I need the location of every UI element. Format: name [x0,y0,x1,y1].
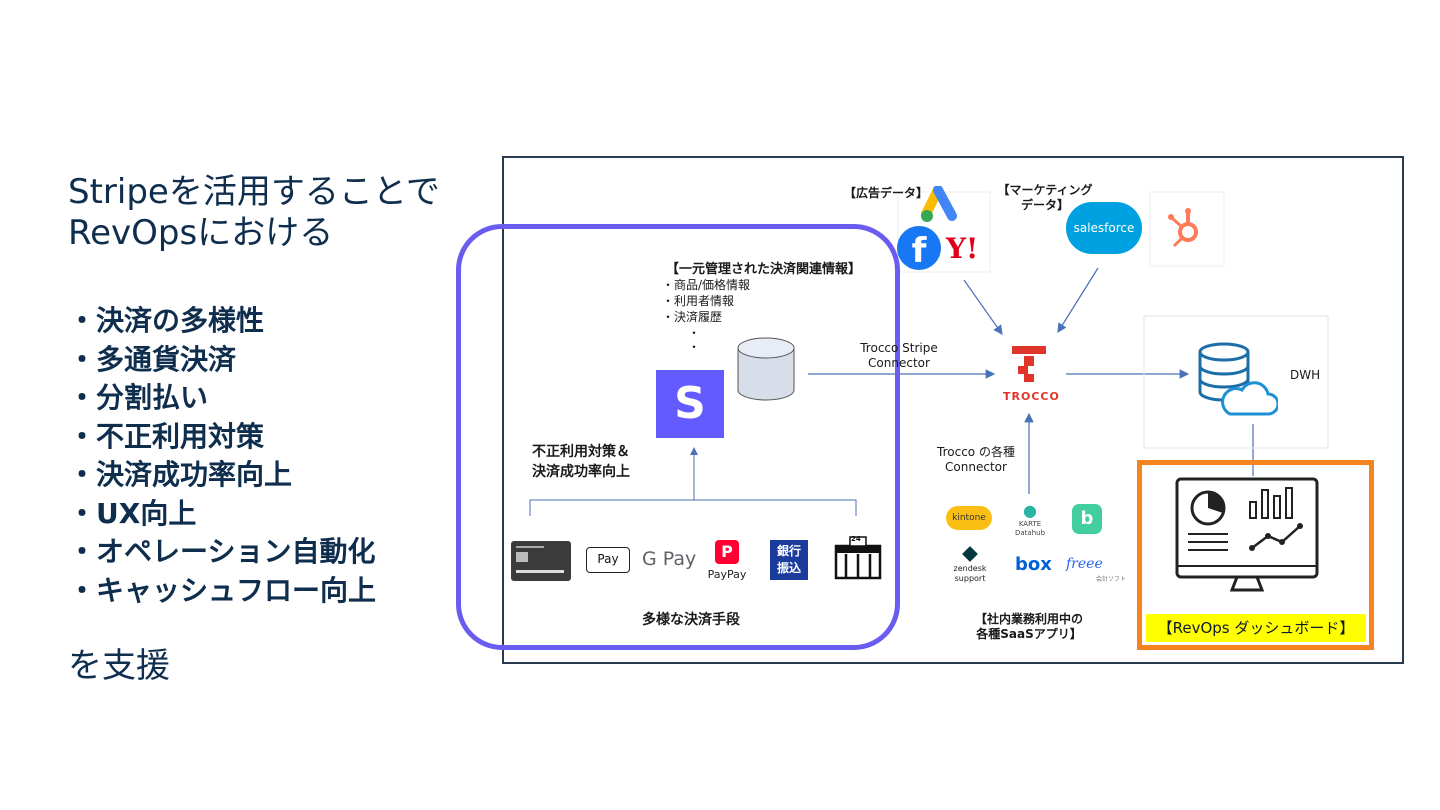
dwh-label: DWH [1290,368,1321,382]
yahoo-logo: Y! [946,232,979,265]
dwh-box [1143,315,1329,449]
stripe-connector-line-1: Trocco Stripe [860,341,938,355]
benefit-item: ・不正利用対策 [68,419,265,453]
trocco-label: TROCCO [1003,390,1060,403]
google-pay-logo: G Pay [642,548,697,570]
karte-mark-icon: ● [1023,501,1037,520]
freee-sub: 会計ソフト [1096,576,1127,583]
salesforce-logo: salesforce [1066,202,1142,254]
paypay-logo: P PayPay [706,540,748,584]
zendesk-mark-icon [962,546,978,562]
backlog-logo: b [1072,504,1102,534]
info-item: ・利用者情報 [662,294,735,308]
benefit-item: ・分割払い [68,381,209,414]
info-item: ・商品/価格情報 [662,278,751,292]
karte-line-2: Datahub [1014,529,1046,537]
fraud-label-line-1: 不正利用対策＆ [532,444,630,460]
google-ads-icon [921,186,957,222]
ads-to-trocco-arrow [963,279,1003,335]
zendesk-logo: zendesk support [950,546,990,584]
paypay-text: PayPay [707,568,747,581]
intro-line-2: RevOpsにおける [68,212,334,253]
hubspot-icon [1168,208,1198,248]
info-dot: ・ [688,326,701,340]
trocco-connectors-label: Trocco の各種 Connector [928,445,1024,475]
freee-logo: freee [1066,556,1103,572]
benefit-list: ・決済の多様性 ・多通貨決済 ・分割払い ・不正利用対策 ・決済成功率向上 ・U… [68,302,376,610]
hubspot-logo-box [1149,191,1225,267]
karte-logo: ● KARTE Datahub [1012,502,1048,538]
ad-data-label: 【広告データ】 [844,186,929,200]
intro-line-1: Stripeを活用することで [68,172,440,212]
intro-heading: Stripeを活用することで RevOpsにおける [68,172,488,254]
database-icon [737,337,795,401]
trocco-connectors-line-2: Connector [945,460,1007,474]
dashboard-monitor-icon [1175,477,1319,592]
dashboard-label: 【RevOps ダッシュボード】 [1146,614,1366,642]
benefit-item: ・多通貨決済 [68,342,237,376]
stripe-connector-label: Trocco Stripe Connector [842,341,956,371]
fraud-label-line-2: 決済成功率向上 [532,464,630,480]
zendesk-line-2: support [954,574,986,583]
benefit-item: ・キャッシュフロー向上 [68,573,377,607]
dwh-cloud-icon [1198,342,1278,416]
benefit-item: ・UX向上 [68,496,197,530]
store-sign: 24 [851,535,861,543]
outro-text: を支援 [68,646,170,686]
benefit-item: ・決済成功率向上 [68,458,293,491]
apple-pay-logo: Pay [586,547,630,573]
facebook-logo: f [897,226,941,270]
saas-label: 【社内業務利用中の 各種SaaSアプリ】 [966,612,1092,642]
saas-line-2: 各種SaaSアプリ】 [976,627,1082,641]
marketing-line-2: データ】 [1020,198,1069,212]
info-item: ・決済履歴 [662,310,723,324]
marketing-line-1: 【マーケティング [997,183,1093,197]
payments-bracket [529,499,857,516]
bank-transfer-logo: 銀行 振込 [770,540,808,580]
stripe-connector-line-2: Connector [868,356,930,370]
paypay-mark: P [715,540,739,564]
marketing-data-label: 【マーケティング データ】 [990,183,1100,213]
zendesk-line-1: zendesk [953,564,987,573]
bank-line-2: 振込 [776,561,801,575]
trocco-icon [1012,346,1046,382]
info-title: 【一元管理された決済関連情報】 [666,262,862,277]
apple-pay-text: Pay [597,552,619,566]
stripe-logo: S [656,370,724,438]
trocco-connectors-line-1: Trocco の各種 [937,445,1015,459]
marketing-to-trocco-arrow [1057,267,1099,334]
dashboard-box [1137,460,1374,650]
credit-card-icon [511,541,571,581]
benefit-item: ・オペレーション自動化 [68,535,376,568]
saas-line-1: 【社内業務利用中の [974,612,1083,626]
benefit-item: ・決済の多様性 [68,304,265,337]
info-dot: ・ [688,340,701,354]
stripe-group [456,224,900,650]
bank-line-1: 銀行 [776,544,801,558]
box-logo: box [1015,554,1052,575]
payments-label: 多様な決済手段 [642,612,740,628]
kintone-logo: kintone [946,506,992,530]
karte-line-1: KARTE [1018,520,1042,528]
convenience-store-icon [834,536,882,580]
